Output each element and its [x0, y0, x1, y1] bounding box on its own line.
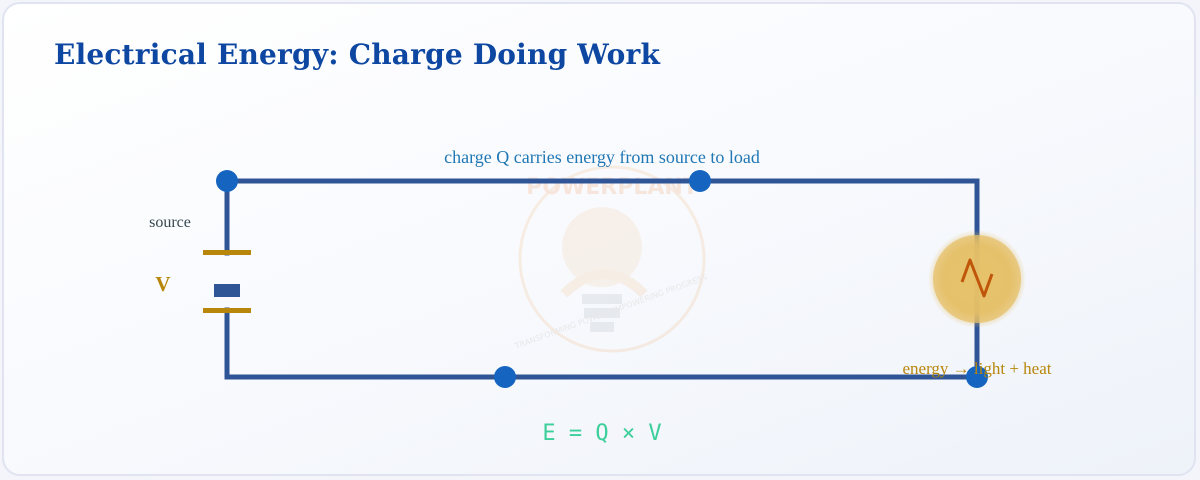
load-label: energy → light + heat	[902, 359, 1051, 378]
filament-icon	[960, 258, 994, 298]
light-bulb-icon	[928, 230, 1026, 328]
source-label: source	[149, 214, 191, 231]
voltage-label: V	[155, 272, 170, 296]
top-wire-label: charge Q carries energy from source to l…	[444, 147, 760, 167]
battery-positive-plate	[203, 250, 251, 255]
battery-cell	[214, 284, 240, 297]
battery-icon	[203, 250, 251, 313]
watermark-logo: POWERPLANT TRANSFORMING POWER, EMPOWERIN…	[513, 165, 709, 353]
circuit-diagram: POWERPLANT TRANSFORMING POWER, EMPOWERIN…	[149, 147, 1052, 446]
battery-negative-plate	[203, 308, 251, 313]
node-bottom-right	[966, 366, 988, 388]
page-title: Electrical Energy: Charge Doing Work	[54, 38, 661, 71]
charge-dot-top	[689, 170, 711, 192]
energy-equation: E = Q × V	[542, 421, 661, 446]
charge-nodes	[216, 170, 988, 388]
node-top-left	[216, 170, 238, 192]
charge-dot-bottom	[494, 366, 516, 388]
